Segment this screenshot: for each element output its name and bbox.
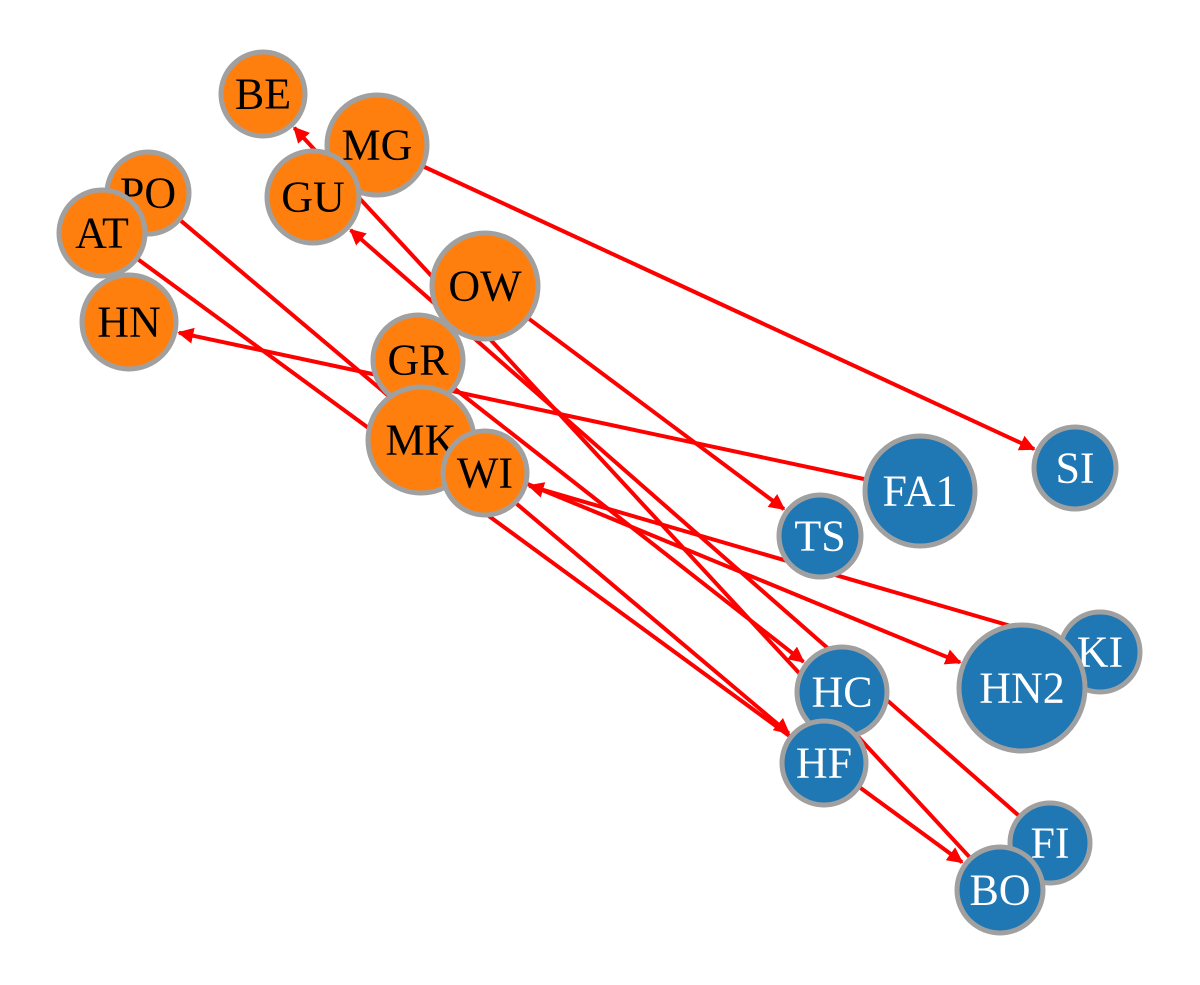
edge-ow-to-ts (526, 316, 786, 511)
node-circle (264, 148, 362, 246)
node-label: FI (1030, 819, 1069, 868)
node-gr[interactable]: GR (370, 312, 466, 408)
node-circle (779, 718, 869, 808)
node-circle (1031, 424, 1119, 512)
node-bo[interactable]: BO (954, 844, 1046, 936)
node-label: TS (794, 512, 845, 561)
node-hc[interactable]: HC (794, 644, 890, 740)
node-label: MG (342, 121, 413, 170)
node-circle (56, 187, 148, 279)
node-label: FA1 (883, 467, 958, 516)
node-label: GR (387, 336, 449, 385)
node-label: BE (235, 70, 291, 119)
node-circle (776, 492, 864, 580)
node-circle (954, 844, 1046, 936)
node-label: HC (811, 668, 872, 717)
node-circle (862, 433, 978, 549)
edge-fa1-to-hn (177, 327, 867, 482)
node-ts[interactable]: TS (776, 492, 864, 580)
node-circle (956, 622, 1088, 754)
node-label: OW (448, 262, 522, 311)
node-circle (429, 230, 541, 342)
node-label: AT (75, 209, 129, 258)
node-label: GU (281, 173, 345, 222)
edge-gr-to-hc (452, 386, 805, 664)
node-hn2[interactable]: HN2 (956, 622, 1088, 754)
edge-mk-to-hn2 (469, 458, 962, 665)
node-circle (218, 49, 308, 139)
node-label: KI (1077, 628, 1123, 677)
node-label: HF (796, 739, 852, 788)
node-label: BO (969, 866, 1030, 915)
node-at[interactable]: AT (56, 187, 148, 279)
node-label: WI (457, 449, 513, 498)
edge-mg-to-si (421, 164, 1036, 451)
node-label: HN (97, 298, 161, 347)
node-be[interactable]: BE (218, 49, 308, 139)
node-hn[interactable]: HN (79, 272, 179, 372)
node-hf[interactable]: HF (779, 718, 869, 808)
node-fa1[interactable]: FA1 (862, 433, 978, 549)
node-label: HN2 (979, 664, 1065, 713)
node-ow[interactable]: OW (429, 230, 541, 342)
node-label: SI (1055, 444, 1094, 493)
node-circle (79, 272, 179, 372)
node-gu[interactable]: GU (264, 148, 362, 246)
node-circle (440, 428, 530, 518)
node-si[interactable]: SI (1031, 424, 1119, 512)
node-wi[interactable]: WI (440, 428, 530, 518)
